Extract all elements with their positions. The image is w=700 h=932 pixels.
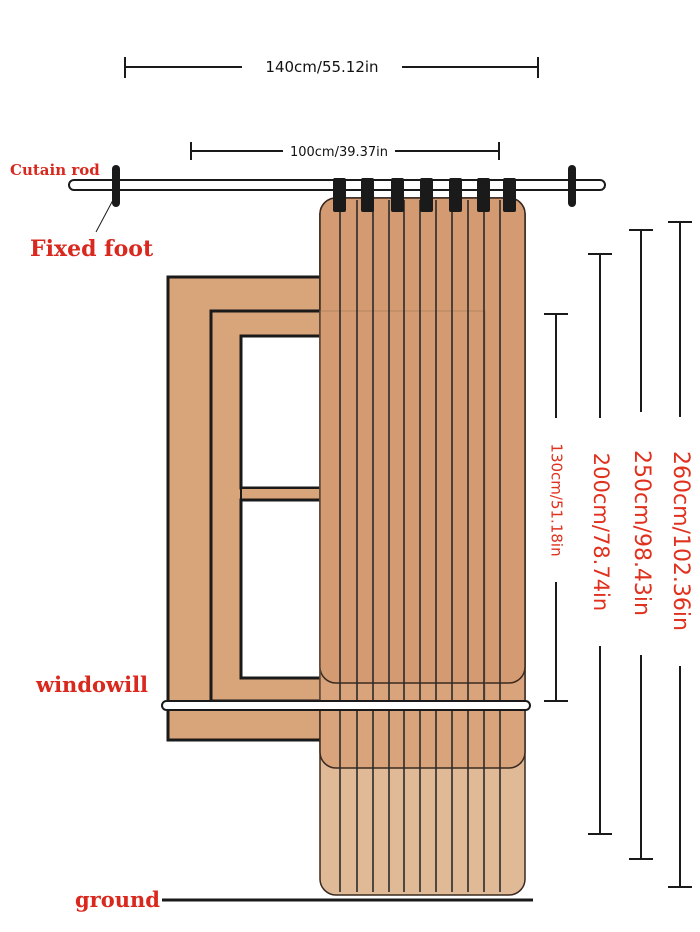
length-260-dimension xyxy=(668,221,692,888)
curtain-ring-icon xyxy=(391,178,404,212)
curtain-pleats xyxy=(339,200,501,892)
curtain-ring-icon xyxy=(449,178,462,212)
length-200-dimension xyxy=(588,253,612,835)
length-250-label: 250cm/98.43in xyxy=(629,450,654,616)
window-glass-bottom xyxy=(239,498,329,680)
window-mullion xyxy=(240,487,328,501)
fixed-foot-leader xyxy=(95,199,114,233)
curtain-ring-icon xyxy=(333,178,346,212)
curtain-ring-icon xyxy=(477,178,490,212)
length-130-dimension xyxy=(544,313,568,702)
width-140-label: 140cm/55.12in xyxy=(265,58,378,76)
fixed-foot-label: Fixed foot xyxy=(30,236,154,262)
curtain-ring-icon xyxy=(420,178,433,212)
window-glass-top xyxy=(239,334,329,490)
curtain-ring-icon xyxy=(361,178,374,212)
ground-label: ground xyxy=(75,887,160,912)
width-100-label: 100cm/39.37in xyxy=(290,145,388,160)
windowsill-rod xyxy=(161,700,531,711)
rod-end-icon xyxy=(112,165,120,207)
rod-end-icon xyxy=(568,165,576,207)
width-140-dimension xyxy=(124,57,539,78)
length-130-label: 130cm/51.18in xyxy=(548,443,566,556)
curtain xyxy=(319,197,526,896)
windowsill-label: windowill xyxy=(35,672,148,697)
length-250-dimension xyxy=(629,229,653,860)
length-200-label: 200cm/78.74in xyxy=(589,453,613,611)
length-260-label: 260cm/102.36in xyxy=(668,451,693,631)
curtain-rod-label: Cutain rod xyxy=(10,161,100,179)
curtain-rings xyxy=(333,178,516,212)
curtain-ring-icon xyxy=(503,178,516,212)
curtain-short-panel xyxy=(319,197,526,684)
window xyxy=(166,275,340,742)
curtain-rod xyxy=(68,165,606,212)
width-100-dimension xyxy=(190,142,500,160)
